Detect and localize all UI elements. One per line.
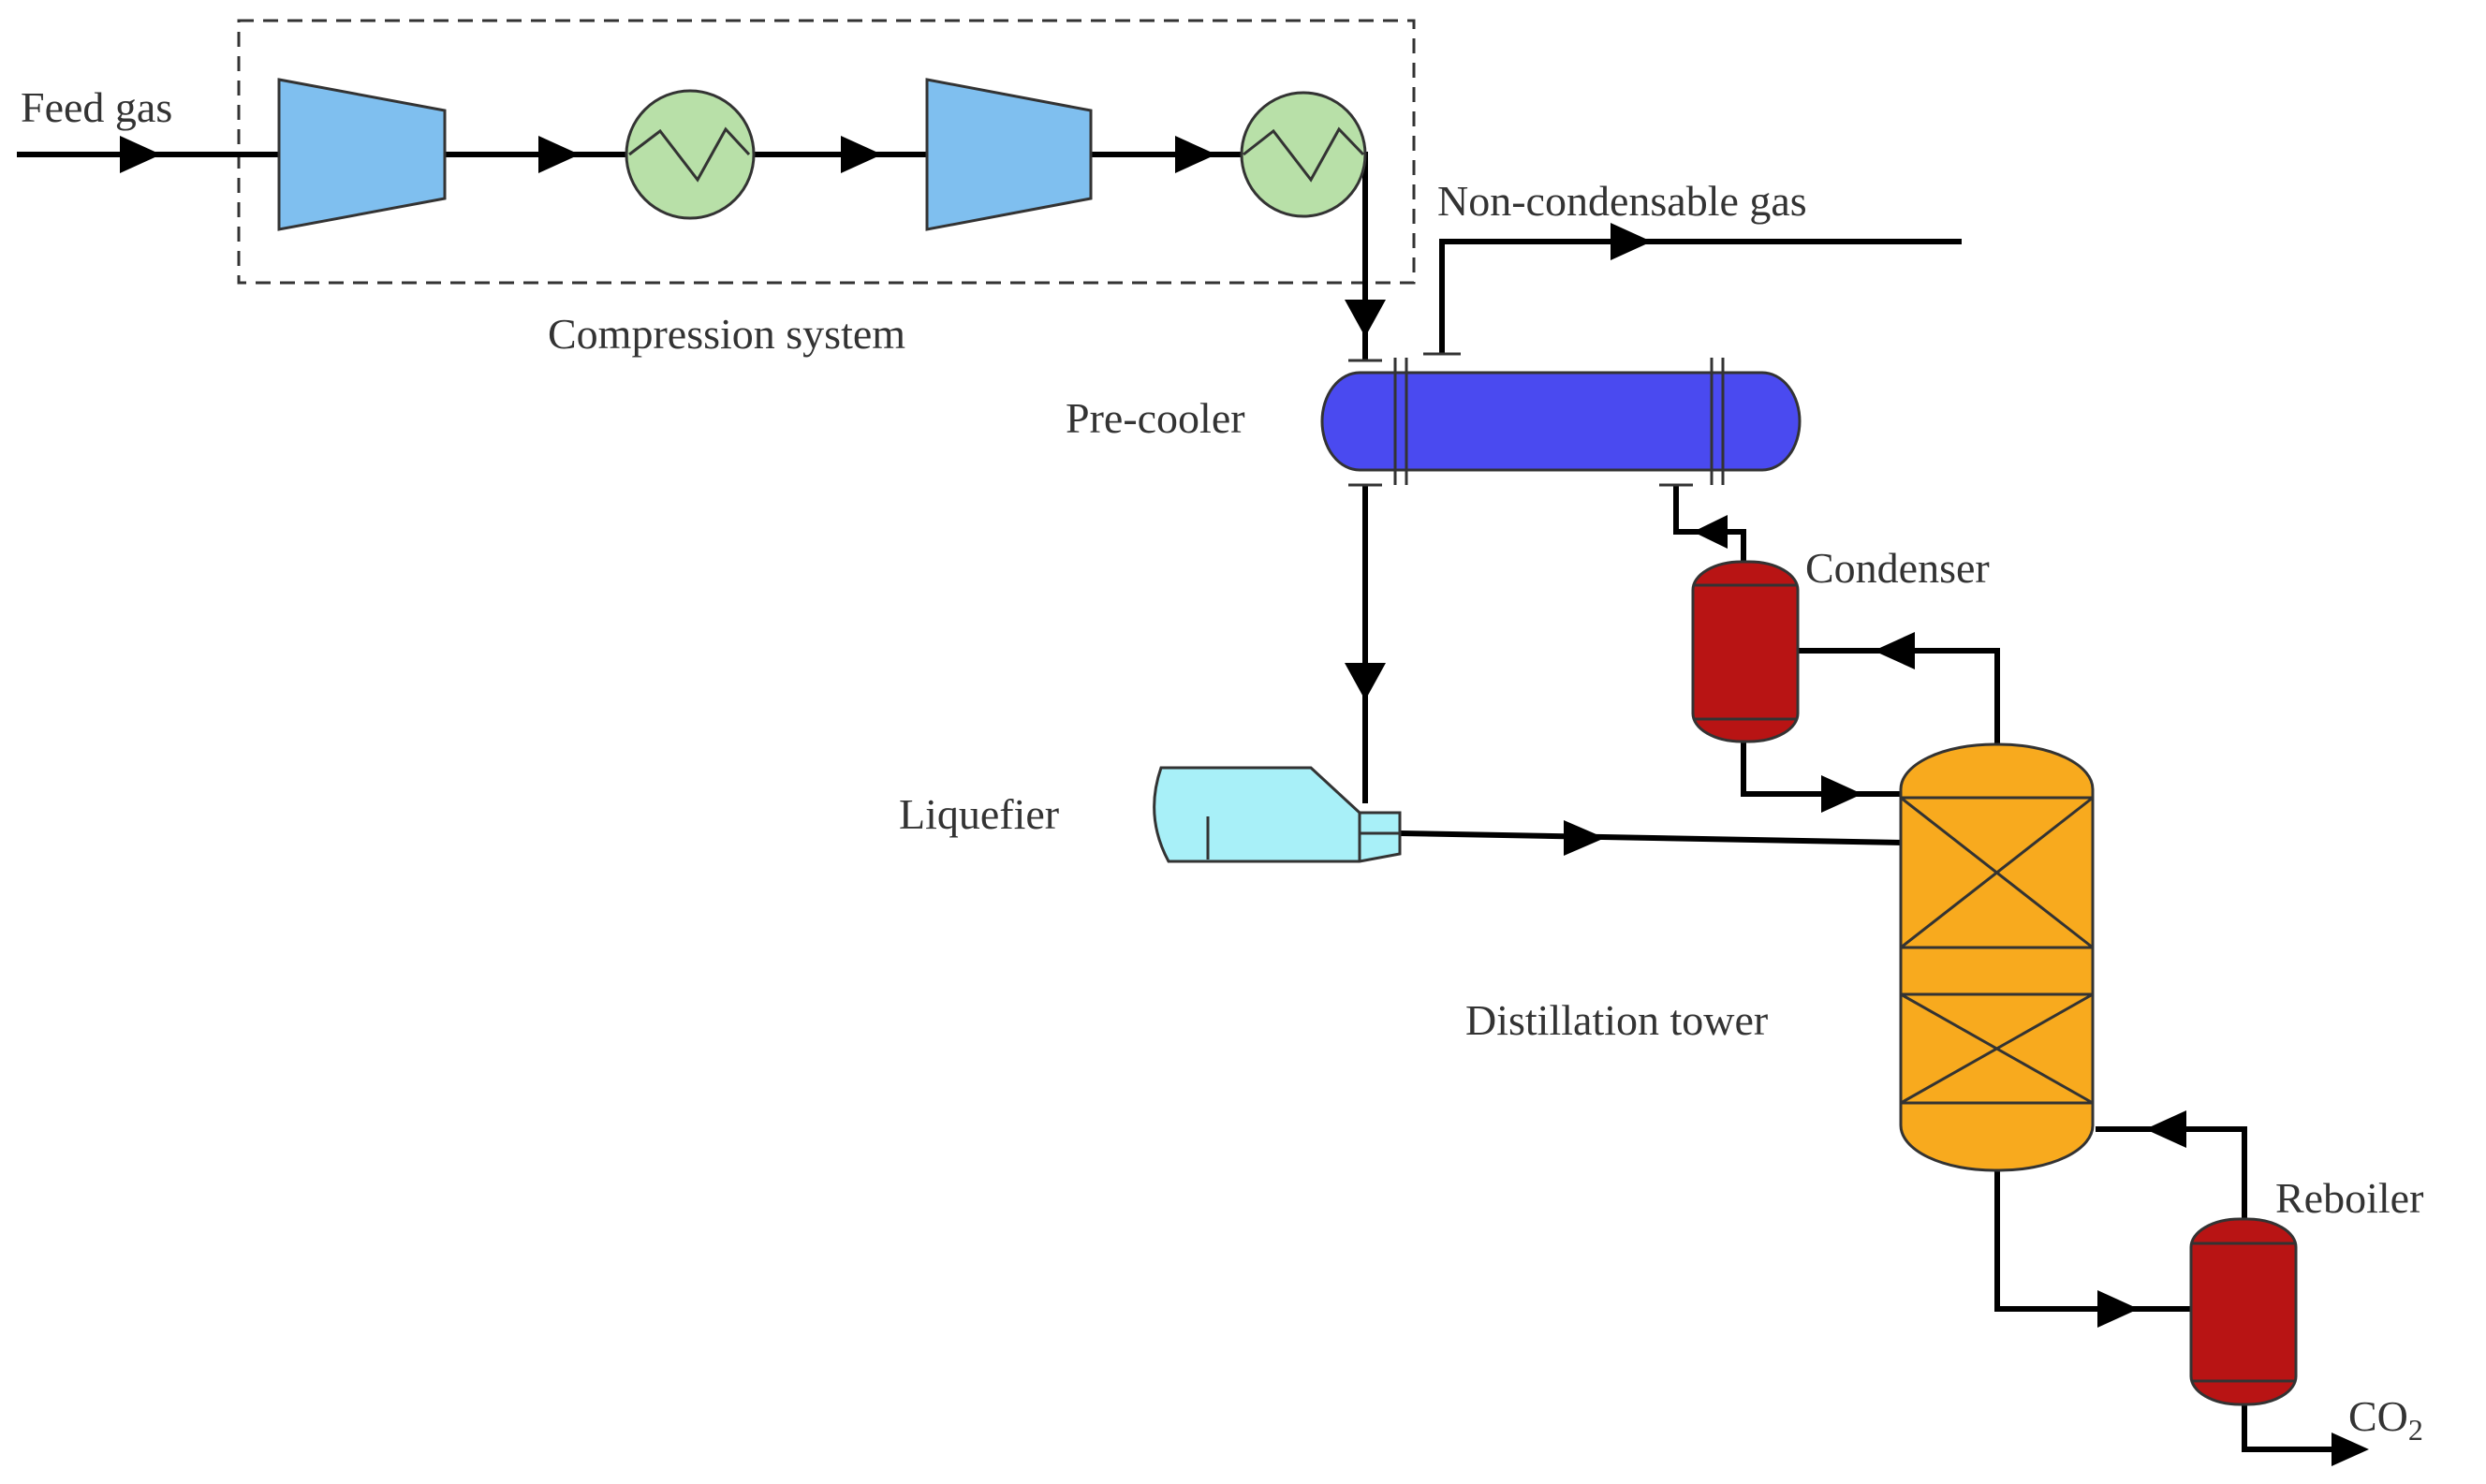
arrow-reboiler-to-tower (2145, 1110, 2186, 1148)
arrow-co2-out (2332, 1433, 2369, 1466)
arrow-tower-to-condenser (1874, 632, 1915, 669)
pipe-condenser-precooler (1673, 485, 1746, 562)
label-co2: CO2 (2348, 1392, 2423, 1447)
distillation-tower (1899, 742, 2095, 1172)
label-condenser: Condenser (1805, 544, 1990, 592)
pipe-tower-condenser (1798, 648, 2000, 749)
arrow-feed (120, 136, 161, 173)
arrow-compressor2-out (1175, 136, 1216, 173)
label-reboiler: Reboiler (2275, 1174, 2423, 1222)
label-distillation-tower: Distillation tower (1465, 996, 1768, 1044)
arrow-compressor1-out (538, 136, 580, 173)
label-compression-system: Compression system (548, 310, 905, 358)
arrow-hx1-out (841, 136, 882, 173)
pipe-liquefier-tower (1399, 830, 1906, 845)
arrow-tower-to-reboiler (2097, 1290, 2139, 1328)
pipe-non-condensable-gas (1439, 239, 1962, 354)
compressor-2 (925, 78, 1093, 231)
label-non-condensable-gas: Non-condensable gas (1437, 177, 1807, 225)
compression-system-boundary (237, 19, 1416, 285)
label-liquefier: Liquefier (899, 790, 1059, 838)
arrow-down-to-liquefier (1345, 663, 1386, 700)
arrow-down-to-precooler (1345, 300, 1386, 337)
heat-exchanger-2 (1240, 91, 1367, 218)
heat-exchanger-1 (625, 89, 756, 220)
arrow-reflux-to-tower (1821, 775, 1862, 813)
condenser (1691, 560, 1800, 743)
arrow-condenser-to-precooler (1693, 515, 1728, 549)
arrow-liquefier-out (1564, 820, 1605, 856)
pre-cooler (1320, 352, 1802, 487)
label-feed-gas: Feed gas (21, 83, 172, 131)
label-co2-subscript: 2 (2408, 1413, 2423, 1447)
label-co2-main: CO (2348, 1392, 2408, 1440)
pipe-tower-reboiler (1994, 1166, 2194, 1312)
arrow-non-condensable-gas (1611, 223, 1652, 260)
pipe-co2-product (2242, 1400, 2346, 1452)
compressor-1 (277, 78, 447, 231)
label-pre-cooler: Pre-cooler (1066, 394, 1245, 442)
pipe-reboiler-tower (2096, 1126, 2247, 1222)
reboiler (2189, 1217, 2298, 1406)
liquefier (1153, 766, 1402, 863)
